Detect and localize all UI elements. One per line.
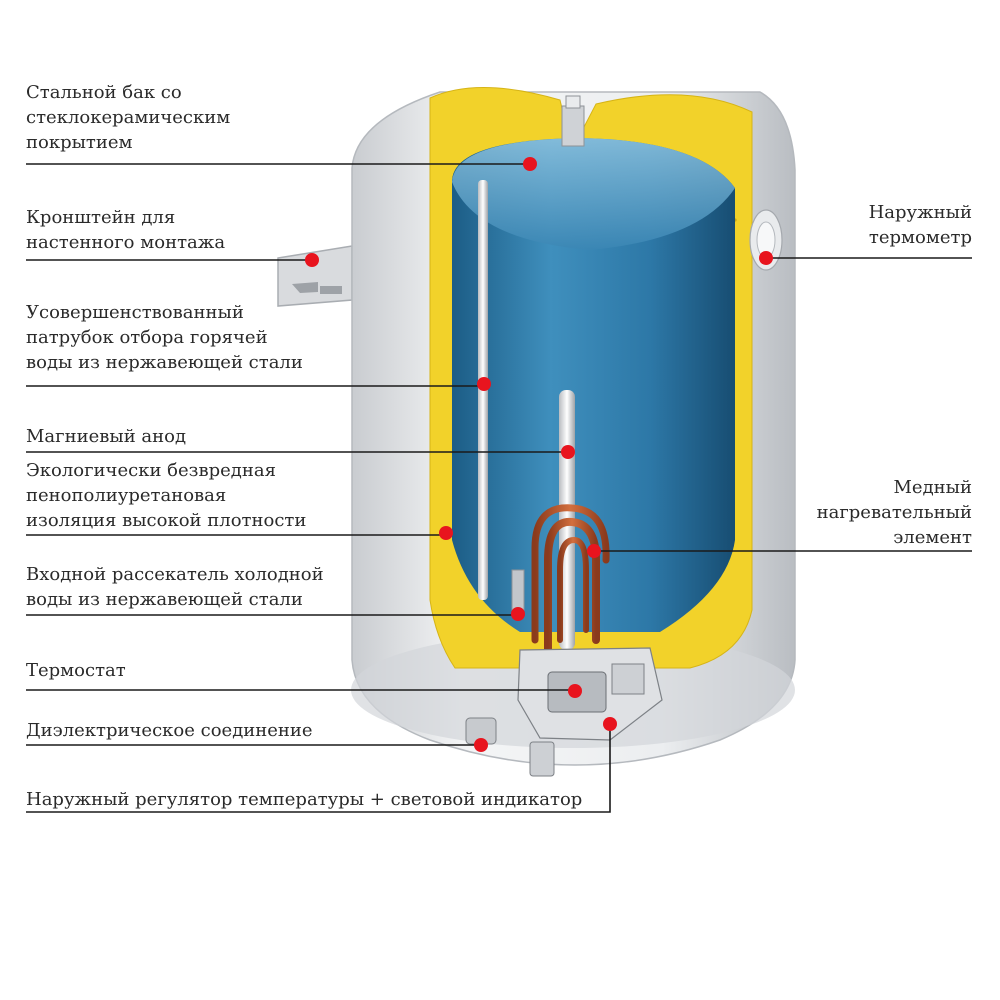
label-insulation: Экологически безвредная пенополиуретанов… bbox=[26, 460, 307, 531]
marker-magnesium-anode bbox=[561, 445, 575, 459]
label-dielectric-connection: Диэлектрическое соединение bbox=[26, 720, 313, 741]
label-thermostat: Термостат bbox=[26, 660, 126, 681]
label-wall-bracket: Кронштейн для настенного монтажа bbox=[26, 207, 226, 253]
label-external-thermometer: Наружный термометр bbox=[868, 202, 972, 248]
top-fitting bbox=[561, 95, 585, 147]
label-magnesium-anode: Магниевый анод bbox=[26, 426, 187, 447]
marker-external-regulator bbox=[603, 717, 617, 731]
marker-dielectric-connection bbox=[474, 738, 488, 752]
bottom-pipes bbox=[465, 717, 555, 777]
leader-line-external-regulator bbox=[26, 724, 611, 813]
marker-thermostat bbox=[568, 684, 582, 698]
marker-insulation bbox=[439, 526, 453, 540]
external-thermometer-gauge bbox=[749, 209, 783, 271]
label-copper-heating-element: Медный нагревательный элемент bbox=[816, 477, 972, 548]
label-cold-water-diffuser: Входной рассекатель холодной воды из нер… bbox=[26, 564, 324, 610]
marker-steel-tank bbox=[523, 157, 537, 171]
marker-cold-water-diffuser bbox=[511, 607, 525, 621]
label-external-regulator: Наружный регулятор температуры + светово… bbox=[26, 789, 583, 810]
marker-external-thermometer bbox=[759, 251, 773, 265]
label-hot-water-outlet: Усовершенствованный патрубок отбора горя… bbox=[26, 302, 303, 373]
cold-water-diffuser bbox=[511, 569, 525, 611]
label-steel-tank: Стальной бак со стеклокерамическим покры… bbox=[26, 82, 231, 153]
marker-wall-bracket bbox=[305, 253, 319, 267]
marker-copper-heating-element bbox=[587, 544, 601, 558]
marker-hot-water-outlet bbox=[477, 377, 491, 391]
